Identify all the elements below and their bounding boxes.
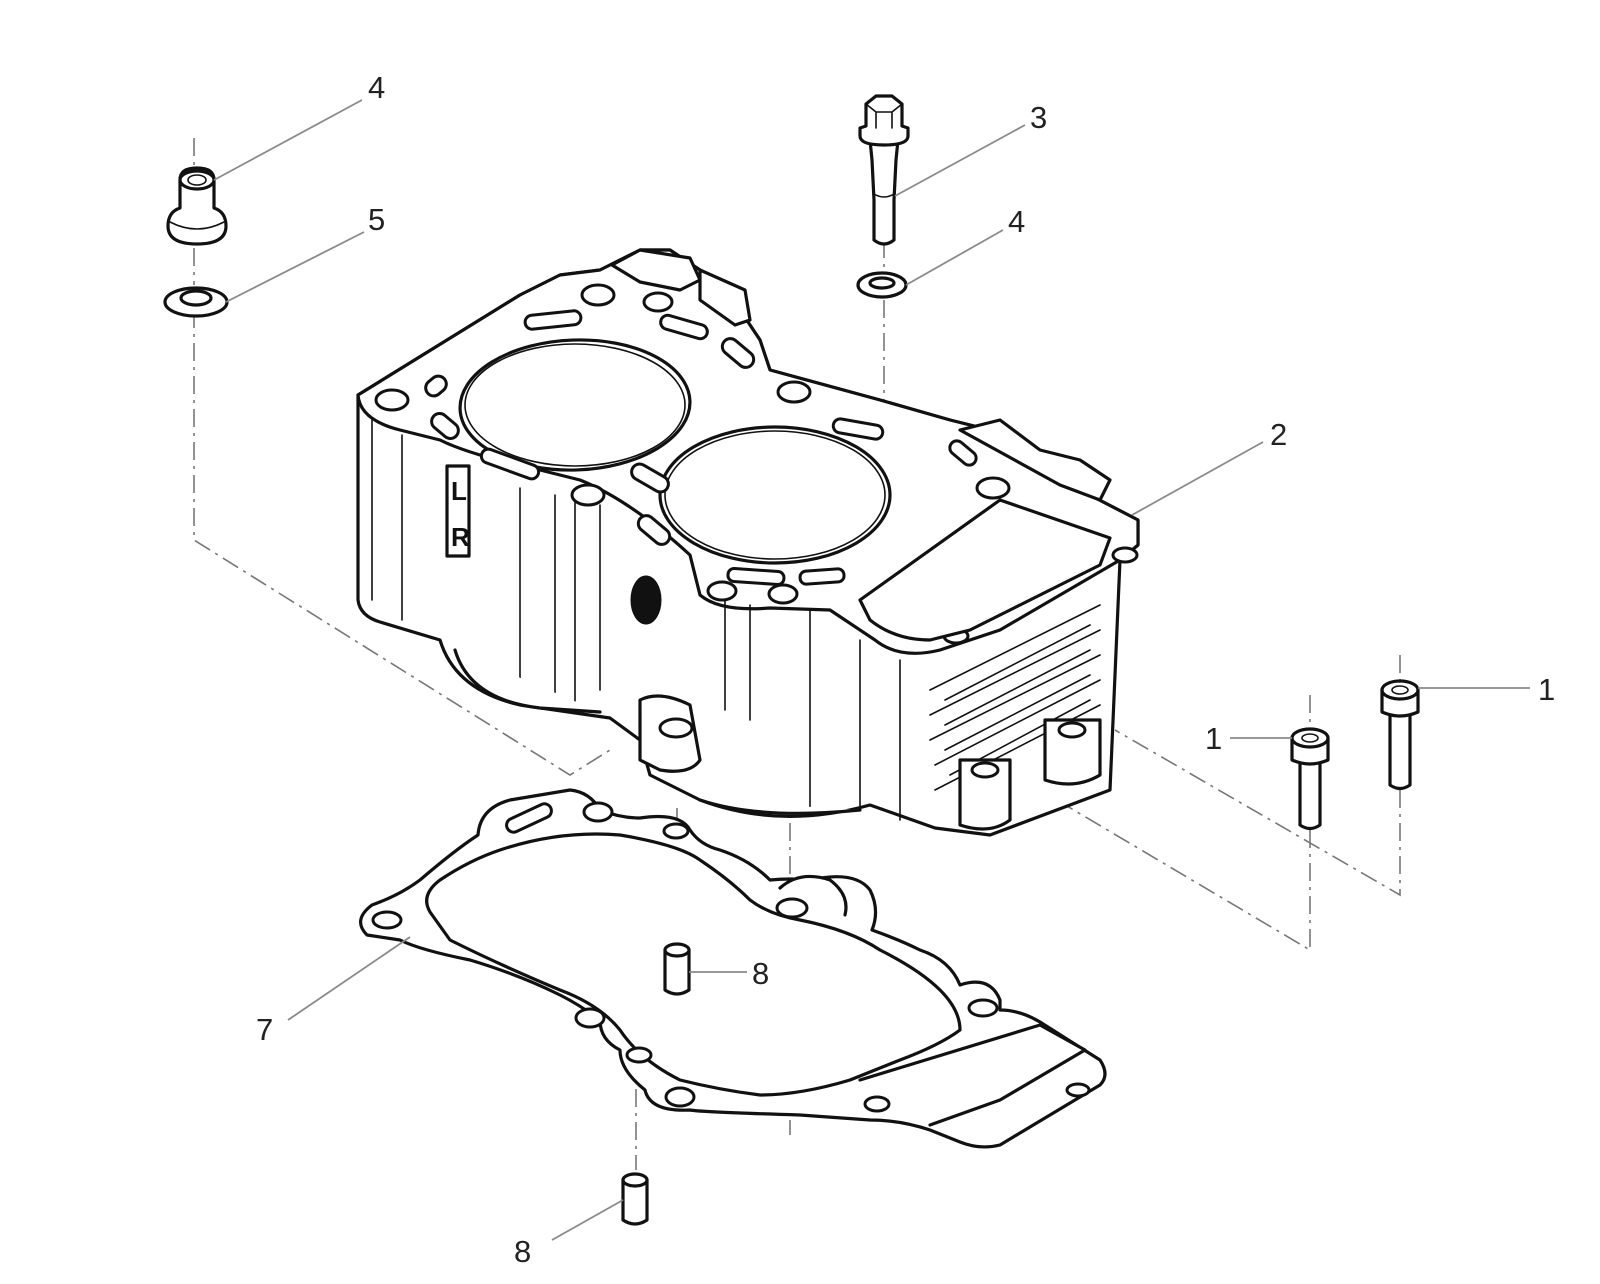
leader-lines [213,99,1530,1241]
leader-6 [225,231,365,303]
screw-part-a[interactable] [1290,727,1330,831]
mark-r: R [451,522,470,552]
leader-2 [1131,441,1264,516]
dowel-pin-lower[interactable] [621,1172,649,1226]
callout-4: 4 [1008,204,1025,239]
leader-5 [213,99,363,181]
cooling-fins [929,604,1101,791]
callout-5: 4 [368,70,385,105]
deck-holes [374,283,1139,645]
leader-8b [551,1199,624,1241]
callout-8a: 8 [752,956,769,991]
mark-l: L [451,476,467,506]
washer-part[interactable] [856,271,908,299]
cylinder-bore-right [658,425,892,565]
leader-3 [894,124,1026,197]
block-wall-lines [371,419,901,821]
chain-tunnel [858,498,1112,642]
callout-1a: 1 [1205,721,1222,756]
axis-screw-1a [1039,695,1311,952]
oil-gallery-hole [630,575,662,625]
sealing-washer-part[interactable] [163,286,229,318]
dowel-pin-upper[interactable] [663,942,691,996]
axis-screw-1b [1114,655,1401,897]
cylinder-bore-left [458,338,692,472]
callout-1b: 1 [1538,672,1555,707]
screw-part-b[interactable] [1380,679,1420,791]
callout-7: 7 [256,1012,273,1047]
mounting-bosses [638,694,1102,831]
leader-4 [905,229,1004,286]
lr-marking-plate [445,464,471,558]
flanged-bolt-part[interactable] [858,94,910,246]
cylinder-skirt [453,648,862,815]
callout-labels: 4 5 3 4 2 1 1 7 8 8 [256,70,1555,1269]
base-gasket-part[interactable] [359,788,1107,1149]
callout-6: 5 [368,202,385,237]
bushing-part[interactable] [166,166,228,246]
leader-7 [287,936,411,1021]
callout-3: 3 [1030,100,1047,135]
cylinder-block-part[interactable]: L R [356,248,1140,837]
callout-8b: 8 [514,1234,531,1269]
callout-2: 2 [1270,417,1287,452]
